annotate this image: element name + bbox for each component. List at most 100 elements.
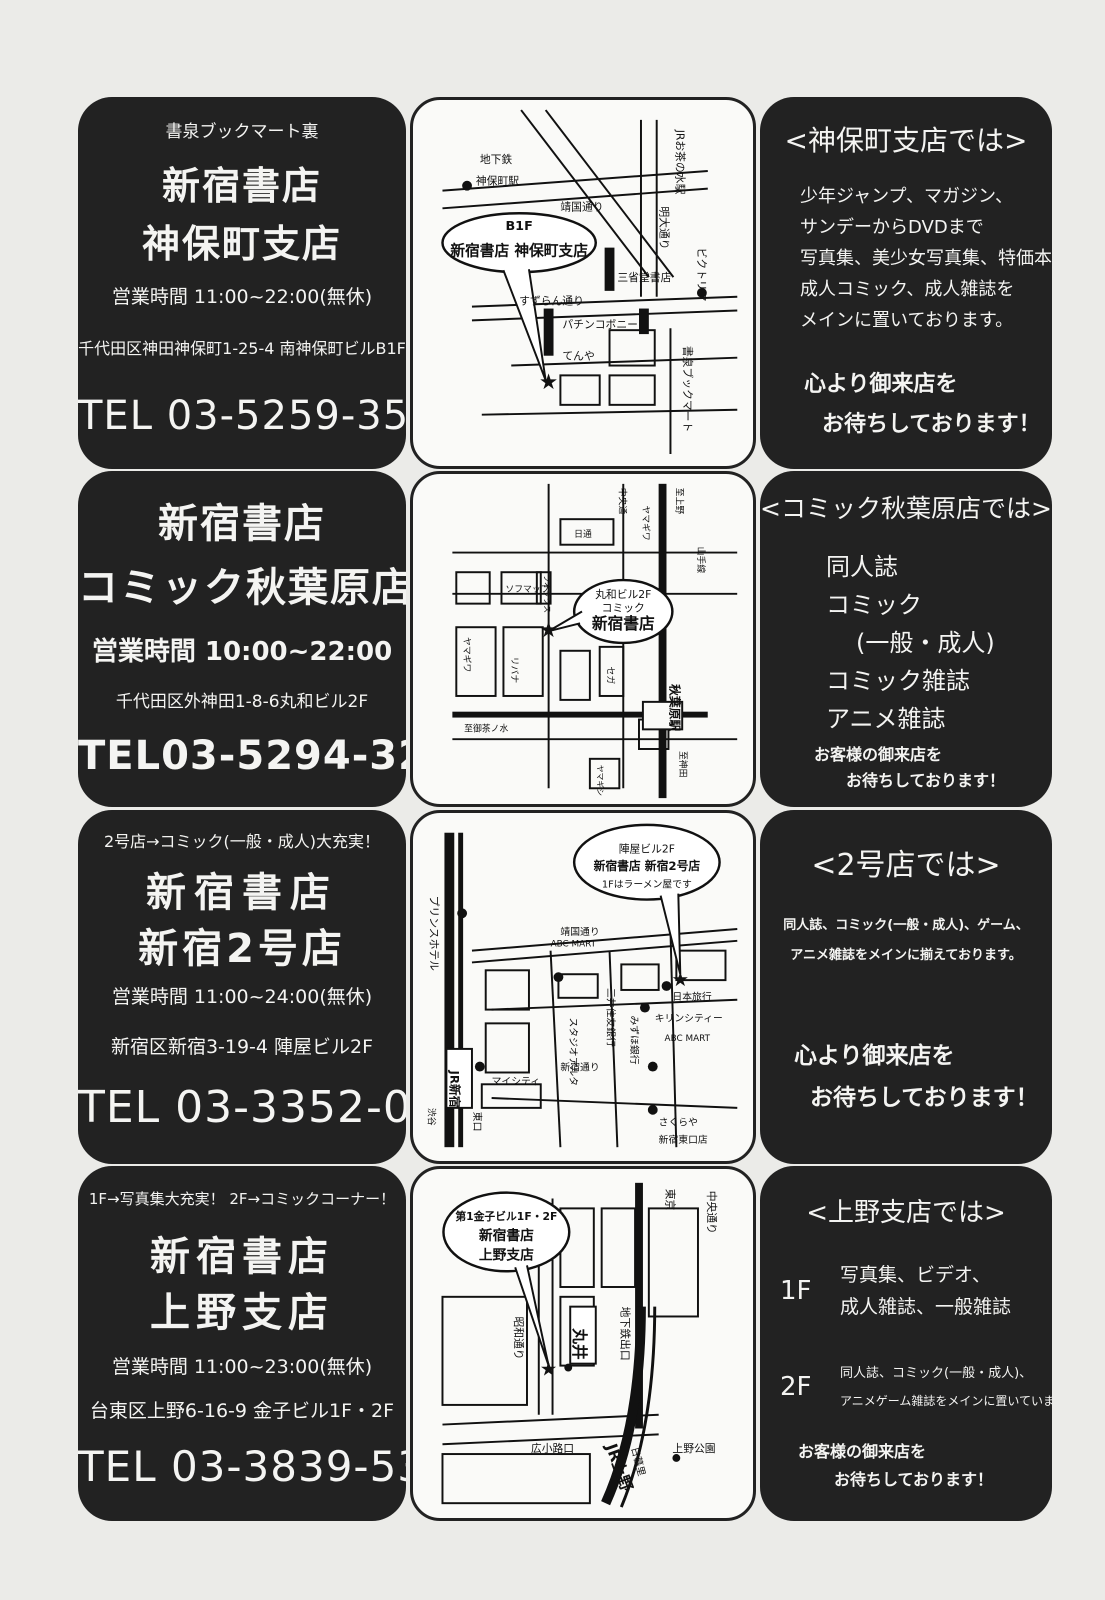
panel-line: アニメ雑誌 bbox=[826, 705, 946, 733]
map-callout: 1Fはラーメン屋です bbox=[602, 879, 692, 891]
store-hours: 営業時間 10:00~22:00 bbox=[91, 637, 393, 667]
map-label: 上野公園 bbox=[672, 1442, 715, 1455]
store-name-line1: 新宿書店 bbox=[150, 1234, 334, 1280]
map-label: さくらや bbox=[659, 1117, 698, 1129]
store-address: 千代田区神田神保町1-25-4 南神保町ビルB1F bbox=[78, 339, 406, 358]
map-label: マイシティ bbox=[492, 1076, 540, 1087]
map-label: 至上野 bbox=[673, 488, 684, 515]
panel-line: 写真集、ビデオ、 bbox=[840, 1264, 991, 1286]
map-label: ヤマギワ bbox=[461, 637, 472, 672]
store-name-line2: 新宿2号店 bbox=[138, 926, 346, 972]
floor-label-2f: 2F bbox=[780, 1372, 812, 1402]
store-location-star: ★ bbox=[539, 618, 558, 643]
floor-label-1f: 1F bbox=[780, 1276, 812, 1306]
map-callout: 第1金子ビル1F・2F bbox=[455, 1209, 557, 1223]
store-caption: 書泉ブックマート裏 bbox=[165, 122, 319, 142]
panel-line: 同人誌 bbox=[826, 553, 898, 581]
map-label: 東京 bbox=[664, 1189, 678, 1211]
store-location-star: ★ bbox=[671, 968, 689, 991]
panel-line: (一般・成人) bbox=[856, 629, 995, 657]
map-callout: 新宿書店 bbox=[592, 614, 655, 633]
map-callout: コミック bbox=[602, 602, 645, 615]
map-label: 日通 bbox=[574, 529, 592, 540]
map-label: プリンスホテル bbox=[428, 896, 441, 972]
map-jimbocho-drawing: ★ B1F 新宿書店 神保町支店 地下鉄 神保町駅 靖国通り すずらん通り パチ… bbox=[441, 109, 738, 454]
map-label: キリンシティー bbox=[655, 1013, 723, 1024]
map-callout: 陣屋ビル2F bbox=[619, 842, 675, 855]
map-label: 日本旅行 bbox=[672, 990, 711, 1003]
store-address: 台東区上野6-16-9 金子ビル1F・2F bbox=[89, 1400, 395, 1422]
welcome-line2: お待ちしております！ bbox=[822, 412, 1041, 437]
map-callout: 丸和ビル2F bbox=[595, 588, 651, 601]
map-label: 靖国通り bbox=[560, 200, 603, 213]
map-callout: 新宿書店 新宿2号店 bbox=[594, 859, 701, 873]
map-label: 丸井 bbox=[570, 1327, 589, 1360]
map-ueno-drawing: ★ 第1金子ビル1F・2F 新宿書店 上野支店 東京 中央通り 昭和通り 丸井 … bbox=[441, 1182, 718, 1508]
map-label: セガ bbox=[605, 667, 616, 685]
map-label: 地下鉄 bbox=[480, 152, 513, 166]
map-label: 至御茶ノ水 bbox=[464, 722, 508, 734]
map-label: 広小路口 bbox=[531, 1442, 574, 1455]
map-label: ビクトリア bbox=[695, 248, 708, 302]
store-name-line2: 神保町支店 bbox=[141, 222, 342, 266]
map-label: 新宿通り bbox=[560, 1061, 599, 1074]
map-label: ヤマギワ bbox=[640, 505, 651, 540]
map-shinjuku2: ★ 陣屋ビル2F 新宿書店 新宿2号店 1Fはラーメン屋です プリンスホテル 靖… bbox=[410, 810, 756, 1164]
map-akihabara-drawing: ★ 丸和ビル2F コミック 新宿書店 中央通 ヤマギワ 至上野 山手線 日通 ソ… bbox=[452, 483, 738, 799]
welcome-line1: 心より御来店を bbox=[794, 1043, 955, 1069]
map-label: 新宿東口店 bbox=[659, 1133, 708, 1146]
store-card-akihabara: 新宿書店 コミック秋葉原店 営業時間 10:00~22:00 千代田区外神田1-… bbox=[78, 471, 406, 807]
map-label: JR新宿 bbox=[447, 1070, 461, 1108]
map-label: 渋谷 bbox=[426, 1108, 438, 1126]
panel-line: 成人雑誌、一般雑誌 bbox=[840, 1296, 1012, 1318]
store-card-jimbocho: 書泉ブックマート裏 新宿書店 神保町支店 営業時間 11:00~22:00(無休… bbox=[78, 97, 406, 469]
panel-line: 写真集、美少女写真集、特価本、 bbox=[800, 248, 1052, 269]
map-label: 三井住友銀行 bbox=[605, 988, 618, 1047]
store-hours: 営業時間 11:00~22:00(無休) bbox=[111, 286, 373, 308]
map-label: 三省堂書店 bbox=[617, 270, 671, 284]
store-hours: 営業時間 11:00~23:00(無休) bbox=[111, 1356, 373, 1378]
store-name-line2: 上野支店 bbox=[150, 1290, 334, 1336]
welcome-line2: お待ちしております！ bbox=[846, 771, 1006, 790]
panel-line: コミック雑誌 bbox=[826, 667, 970, 695]
map-label: 神保町駅 bbox=[476, 174, 519, 188]
map-label: 秋葉原駅 bbox=[667, 684, 681, 731]
map-jimbocho: ★ B1F 新宿書店 神保町支店 地下鉄 神保町駅 靖国通り すずらん通り パチ… bbox=[410, 97, 756, 469]
map-callout: 新宿書店 神保町支店 bbox=[450, 241, 588, 259]
panel-line: 同人誌、コミック(一般・成人)、ゲーム、 bbox=[783, 918, 1029, 933]
map-label: JRお茶の水駅 bbox=[673, 129, 686, 195]
store-location-star: ★ bbox=[540, 1357, 558, 1380]
panel-heading: <神保町支店では> bbox=[784, 124, 1028, 157]
panel-heading: <コミック秋葉原店では> bbox=[760, 494, 1052, 523]
map-callout: 新宿書店 bbox=[479, 1227, 534, 1244]
store-name-line1: 新宿書店 bbox=[161, 164, 322, 208]
map-callout: 上野支店 bbox=[479, 1246, 534, 1263]
store-tel: TEL03-5294-3222 bbox=[78, 733, 406, 779]
welcome-line1: お客様の御来店を bbox=[814, 745, 943, 764]
map-label: ソフマップ bbox=[505, 584, 549, 595]
store-address: 千代田区外神田1-8-6丸和ビル2F bbox=[115, 692, 369, 712]
map-label: すずらん通り bbox=[519, 295, 584, 308]
store-location-star: ★ bbox=[539, 370, 558, 395]
map-label: ヤマギシ bbox=[596, 765, 605, 797]
panel-heading: <上野支店では> bbox=[806, 1198, 1006, 1228]
panel-line: サンデーからDVDまで bbox=[800, 217, 984, 238]
map-label: 明大通り bbox=[658, 206, 672, 249]
map-label: ABC MART bbox=[665, 1034, 711, 1044]
map-label: パチンコボニー bbox=[562, 318, 638, 331]
panel-line: 少年ジャンプ、マガジン、 bbox=[800, 186, 1013, 207]
store-card-ueno: 1F→写真集大充実！ 2F→コミックコーナー！ 新宿書店 上野支店 営業時間 1… bbox=[78, 1166, 406, 1521]
store-tel: TEL 03-5259-3525 bbox=[78, 393, 406, 439]
panel-line: アニメゲーム雑誌をメインに置いています。 bbox=[840, 1394, 1052, 1408]
map-shinjuku2-drawing: ★ 陣屋ビル2F 新宿書店 新宿2号店 1Fはラーメン屋です プリンスホテル 靖… bbox=[426, 823, 738, 1148]
store-caption: 1F→写真集大充実！ 2F→コミックコーナー！ bbox=[88, 1190, 396, 1208]
store-name-line2: コミック秋葉原店 bbox=[78, 565, 406, 611]
store-caption: 2号店→コミック(一般・成人)大充実！ bbox=[103, 832, 381, 851]
map-label: 東口 bbox=[471, 1112, 484, 1132]
panel-jimbocho: <神保町支店では> 少年ジャンプ、マガジン、 サンデーからDVDまで 写真集、美… bbox=[760, 97, 1052, 469]
panel-line: メインに置いております。 bbox=[800, 310, 1014, 331]
store-name-line1: 新宿書店 bbox=[158, 501, 326, 547]
panel-ueno: <上野支店では> 1F 写真集、ビデオ、 成人雑誌、一般雑誌 2F 同人誌、コミ… bbox=[760, 1166, 1052, 1521]
map-label: ABC MART bbox=[551, 940, 597, 950]
store-hours: 営業時間 11:00~24:00(無休) bbox=[111, 986, 373, 1008]
